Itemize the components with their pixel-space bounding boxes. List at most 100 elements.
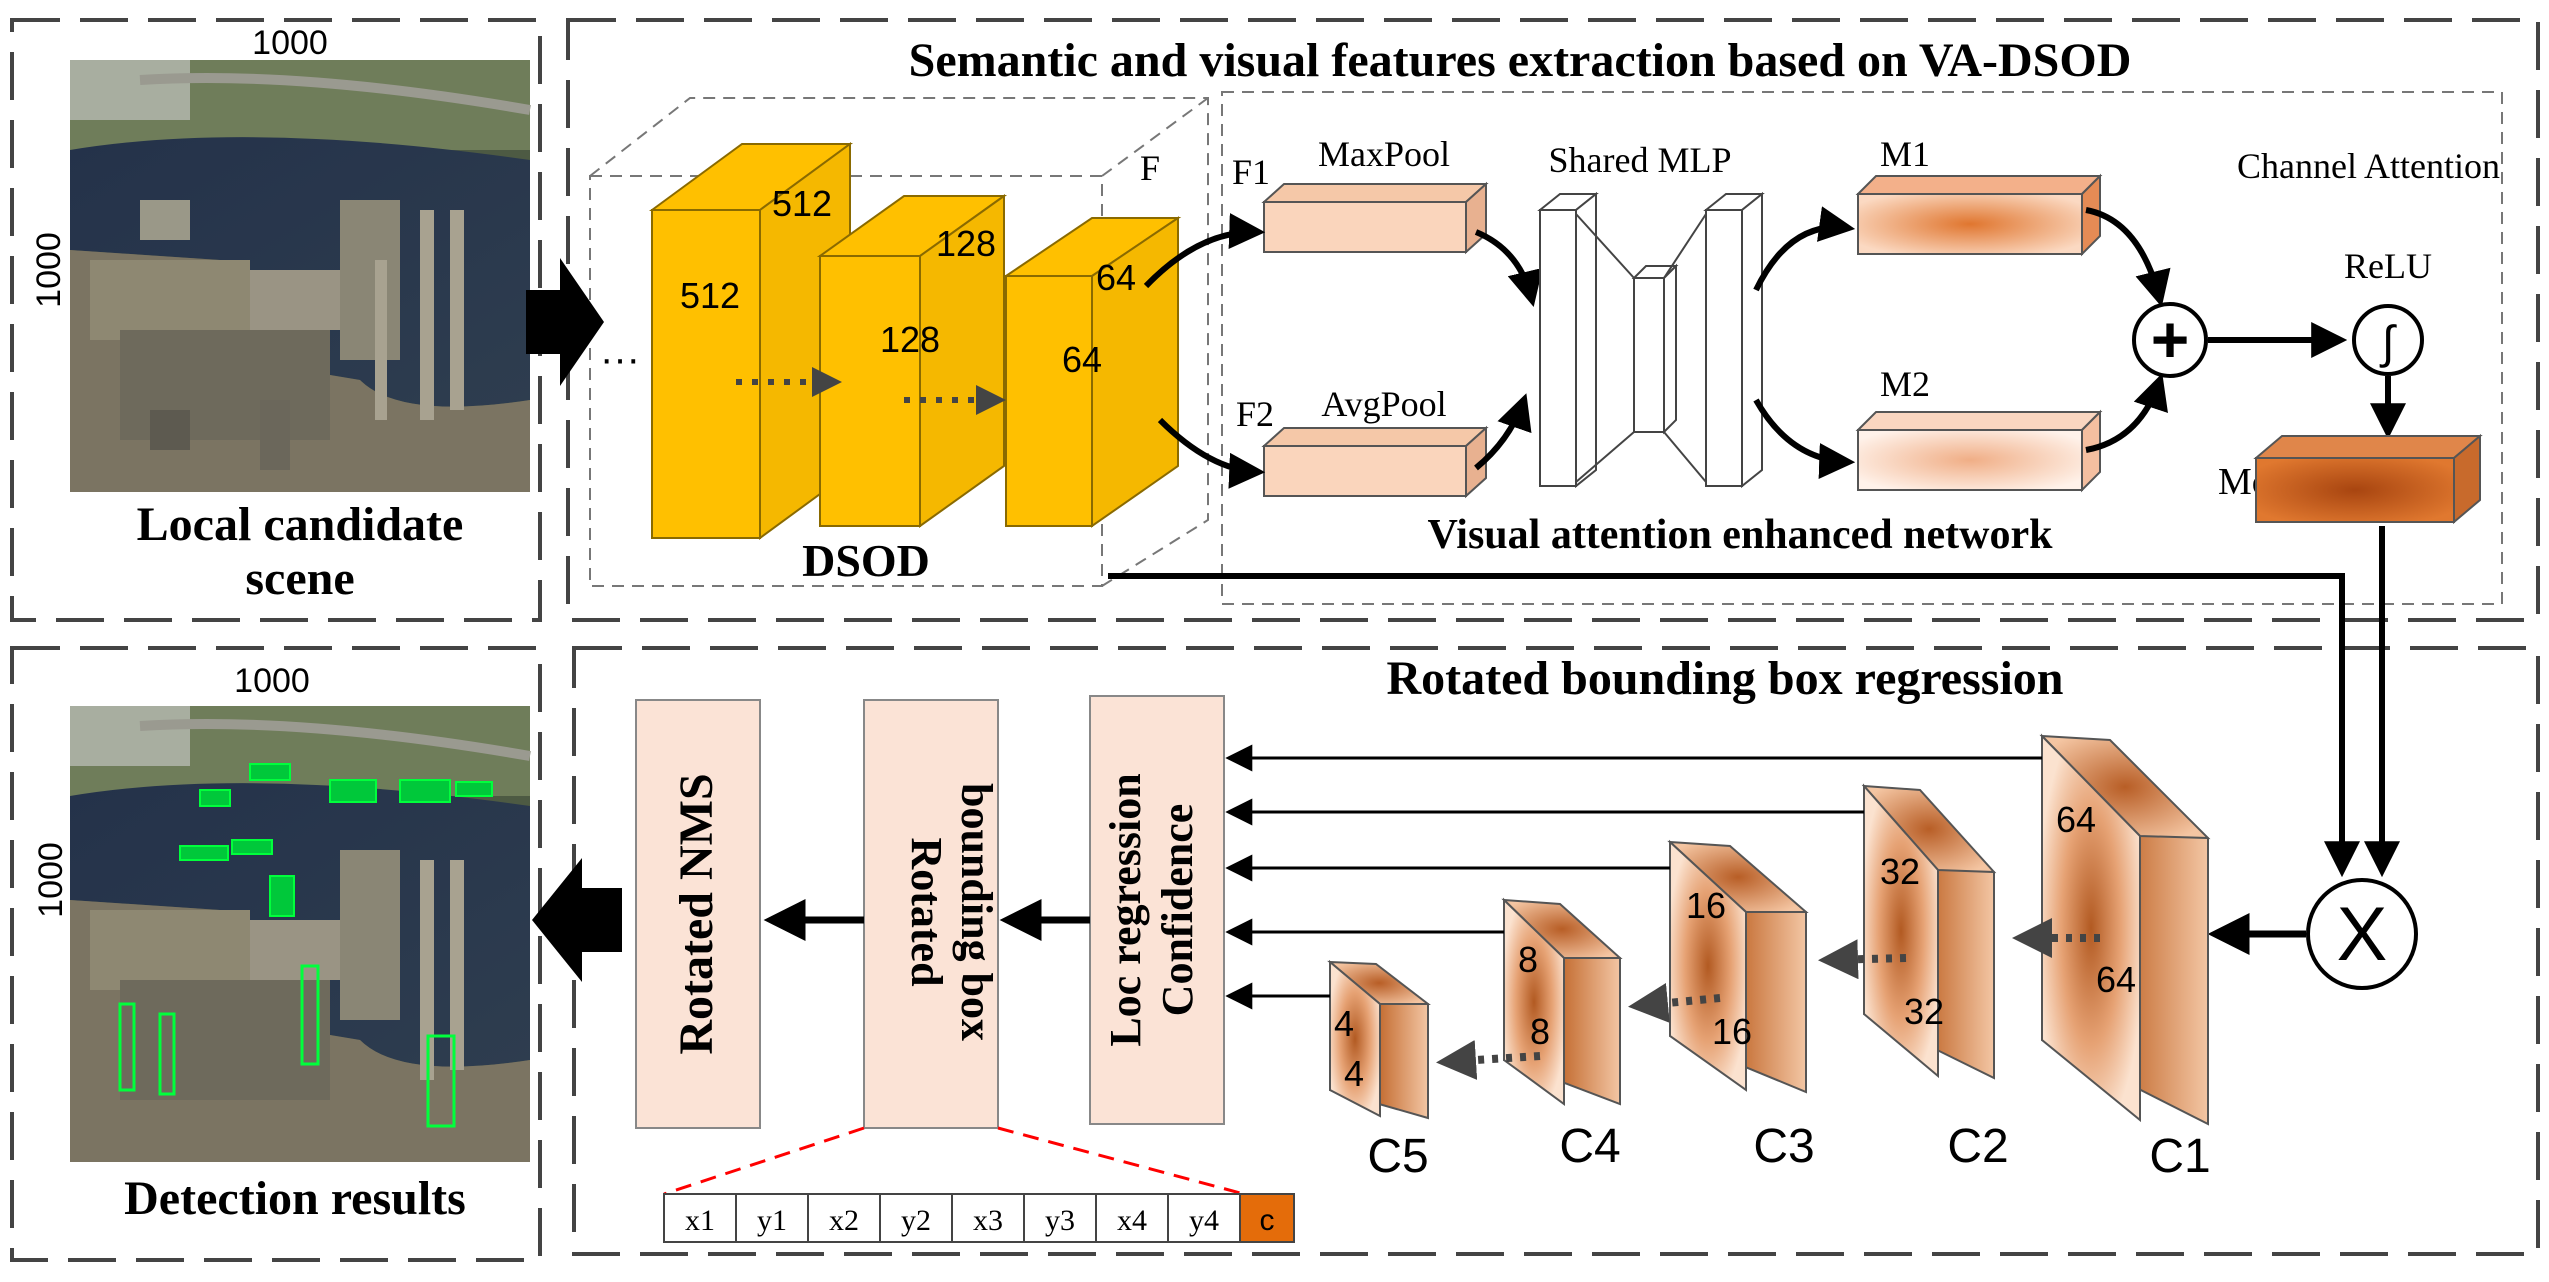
arrow-avgpool-to-mlp — [1474, 393, 1532, 471]
multiply-node — [2306, 878, 2418, 990]
vec-y4: y4 — [1189, 1204, 1219, 1237]
vec-c: c — [1260, 1204, 1275, 1237]
loc-regression-box — [1089, 695, 1225, 1125]
arrow-dsod-to-multiply — [1108, 573, 2360, 878]
sum-symbol: + — [2151, 302, 2190, 376]
dsod-64-top: 64 — [1096, 257, 1136, 298]
dsod-box-edge — [1101, 97, 1209, 177]
shared-mlp-label: Shared MLP — [1549, 140, 1732, 180]
arrow-mlp-to-m2 — [1753, 398, 1856, 479]
arrow-m1-to-sum — [2085, 207, 2171, 307]
m2-label: M2 — [1880, 364, 1930, 404]
shared-mlp-block — [1537, 191, 1765, 489]
output-scene-frame — [10, 646, 542, 1262]
input-arrow — [526, 258, 604, 386]
rbox-line2: bounding box — [952, 783, 1001, 1041]
f-label: F — [1140, 148, 1160, 188]
maxpool-block — [1261, 181, 1489, 255]
rbox-line1: Rotated — [902, 837, 951, 986]
vec-x2: x2 — [829, 1204, 859, 1237]
avgpool-block — [1261, 425, 1489, 499]
output-vector — [663, 1193, 1295, 1243]
dsod-512-front: 512 — [680, 275, 740, 316]
vec-y1: y1 — [757, 1204, 787, 1237]
c3-front: 16 — [1712, 1011, 1752, 1052]
c1-top: 64 — [2056, 799, 2096, 840]
c4-top: 8 — [1518, 939, 1538, 980]
m2-block — [1855, 409, 2103, 493]
rotated-box-head — [863, 699, 999, 1129]
arrow-f-to-f1 — [1143, 213, 1266, 289]
c1-name: C1 — [2149, 1130, 2210, 1183]
flow-c4-c5 — [1436, 1040, 1541, 1080]
dsod-128-front: 128 — [880, 319, 940, 360]
dsod-512-top: 512 — [772, 183, 832, 224]
f1-label: F1 — [1232, 152, 1270, 192]
relu-label: ReLU — [2344, 246, 2432, 286]
input-caption-line1: Local candidate — [137, 498, 464, 551]
arrow-m2-to-sum — [2085, 373, 2168, 453]
vec-y2: y2 — [901, 1204, 931, 1237]
dsod-block-512 — [648, 142, 854, 540]
vector-dash-right — [997, 1126, 1245, 1196]
c4-front: 8 — [1530, 1011, 1550, 1052]
vec-x1: x1 — [685, 1204, 715, 1237]
top-panel-title: Semantic and visual features extraction … — [909, 34, 2132, 87]
feature-map-c5 — [1327, 959, 1431, 1120]
vec-x3: x3 — [973, 1204, 1003, 1237]
input-dots: ··· — [600, 337, 640, 381]
avgpool-label: AvgPool — [1321, 384, 1446, 424]
input-width-label: 1000 — [252, 24, 328, 62]
c2-top: 32 — [1880, 851, 1920, 892]
output-caption: Detection results — [124, 1172, 466, 1225]
m1-label: M1 — [1880, 134, 1930, 174]
c3-top: 16 — [1686, 885, 1726, 926]
vector-dash-left — [663, 1126, 865, 1196]
multiply-symbol: X — [2337, 892, 2388, 977]
input-aerial-image — [70, 60, 531, 492]
sum-node — [2132, 302, 2208, 378]
bottom-panel-title: Rotated bounding box regression — [1386, 652, 2063, 705]
m1-block — [1855, 173, 2103, 257]
vaen-label: Visual attention enhanced network — [1428, 512, 2054, 558]
mc-block — [2253, 433, 2483, 525]
input-caption-line2: scene — [245, 552, 354, 605]
arrow-mlp-to-m1 — [1753, 206, 1856, 292]
c1-front: 64 — [2096, 959, 2136, 1000]
loc-line1: Loc regression — [1101, 773, 1150, 1046]
vec-y3: y3 — [1045, 1204, 1075, 1237]
c5-top: 4 — [1334, 1003, 1354, 1044]
vaen-frame — [1221, 91, 2503, 605]
rotated-nms-box — [635, 699, 761, 1129]
feature-map-c2 — [1861, 783, 1997, 1080]
channel-attention-label: Channel Attention — [2237, 146, 2500, 186]
loc-line2: Confidence — [1153, 804, 1202, 1017]
flow-c3-c4 — [1628, 983, 1721, 1023]
sigmoid-symbol: ∫ — [2379, 316, 2397, 368]
c3-name: C3 — [1753, 1120, 1814, 1173]
dsod-block-64 — [1002, 216, 1182, 528]
f2-label: F2 — [1236, 394, 1274, 434]
c4-name: C4 — [1559, 1120, 1620, 1173]
c5-front: 4 — [1344, 1053, 1364, 1094]
dsod-128-top: 128 — [936, 223, 996, 264]
c5-name: C5 — [1367, 1130, 1428, 1183]
c2-name: C2 — [1947, 1120, 2008, 1173]
maxpool-label: MaxPool — [1318, 134, 1450, 174]
dsod-64-front: 64 — [1062, 339, 1102, 380]
c2-front: 32 — [1904, 991, 1944, 1032]
output-width-label: 1000 — [234, 662, 310, 700]
dsod-label: DSOD — [802, 535, 930, 586]
nms-label: Rotated NMS — [670, 773, 723, 1054]
vec-x4: x4 — [1117, 1204, 1147, 1237]
input-height-label: 1000 — [30, 232, 68, 308]
output-height-label: 1000 — [32, 842, 70, 918]
relu-node — [2352, 304, 2424, 376]
output-aerial-image — [70, 706, 531, 1162]
feature-map-c1 — [2039, 733, 2211, 1126]
feature-map-c4 — [1501, 897, 1623, 1106]
arrow-maxpool-to-mlp — [1474, 229, 1543, 308]
feature-map-c3 — [1667, 839, 1809, 1094]
arrow-f-to-f2 — [1157, 417, 1266, 489]
